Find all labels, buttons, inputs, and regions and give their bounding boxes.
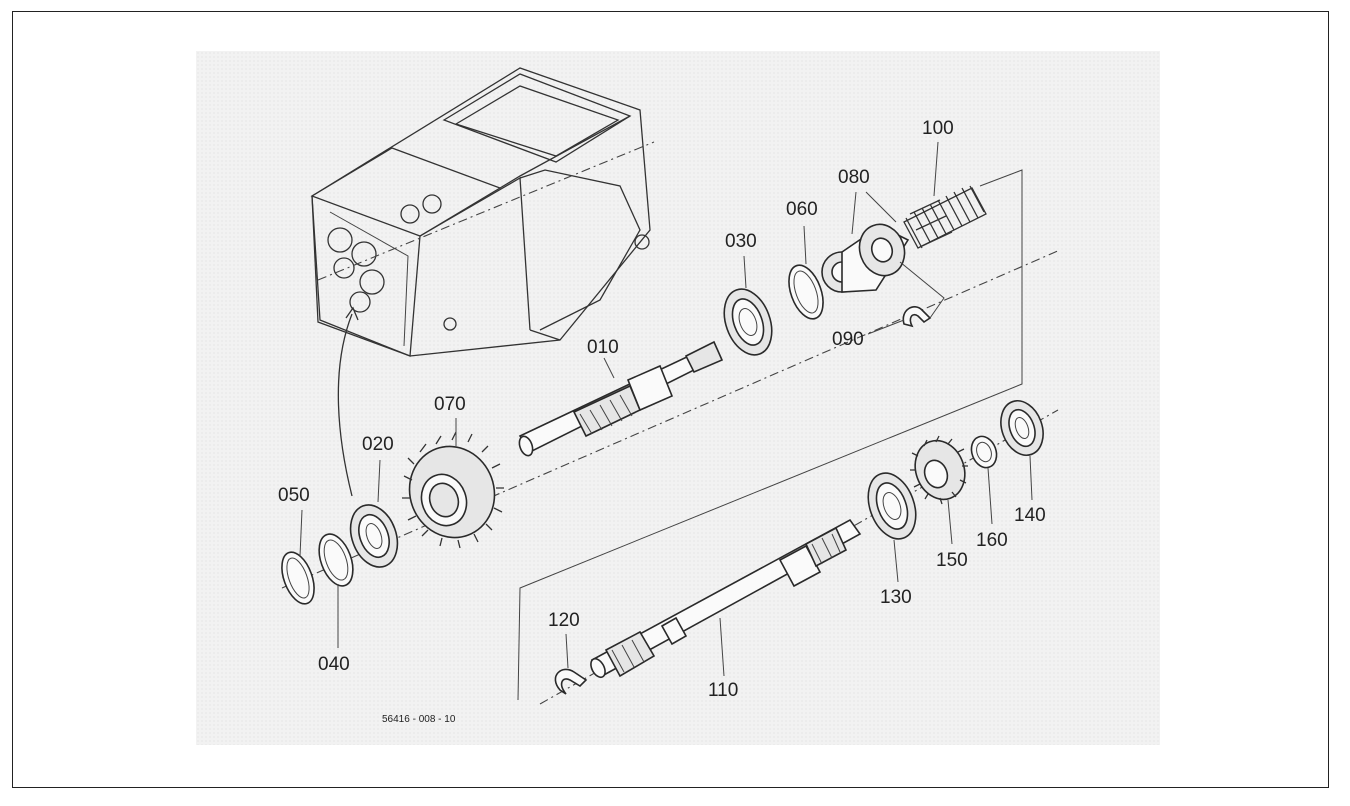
part-160-bushing	[970, 435, 998, 469]
part-100-spring	[903, 185, 987, 249]
case-pointer-arrow	[337, 313, 353, 497]
arrowhead	[345, 306, 359, 321]
part-050-snap-ring	[281, 551, 315, 605]
part-080-bracket	[821, 223, 910, 293]
label-110: 110	[708, 680, 738, 701]
label-040: 040	[318, 654, 350, 675]
label-120: 120	[548, 610, 580, 631]
label-100: 100	[922, 118, 954, 139]
label-070: 070	[434, 394, 466, 415]
label-050: 050	[278, 485, 310, 506]
transmission-case	[310, 67, 655, 357]
label-090: 090	[832, 329, 864, 350]
label-140: 140	[1014, 505, 1046, 526]
part-150-gear	[910, 435, 968, 505]
label-160: 160	[976, 530, 1008, 551]
part-labels: 010 020 030 040 050 060 070 080 090 100 …	[278, 118, 1046, 701]
label-150: 150	[936, 550, 968, 571]
label-130: 130	[880, 587, 912, 608]
part-120-clip	[554, 668, 588, 695]
label-080: 080	[838, 167, 870, 188]
part-040-collar	[318, 533, 354, 587]
label-060: 060	[786, 199, 818, 220]
part-010-shaft	[518, 340, 724, 457]
upper-shaft-assembly	[281, 169, 1061, 701]
reference-code: 56416 - 008 - 10	[382, 714, 456, 725]
label-010: 010	[587, 337, 619, 358]
lower-shaft-assembly	[539, 400, 1059, 705]
leader-lines	[299, 141, 1033, 677]
part-090-clip	[902, 306, 932, 328]
part-060-snap-ring	[788, 264, 824, 320]
label-030: 030	[725, 231, 757, 252]
part-070-gear	[402, 431, 504, 549]
label-020: 020	[362, 434, 394, 455]
part-110-shaft	[590, 518, 862, 679]
